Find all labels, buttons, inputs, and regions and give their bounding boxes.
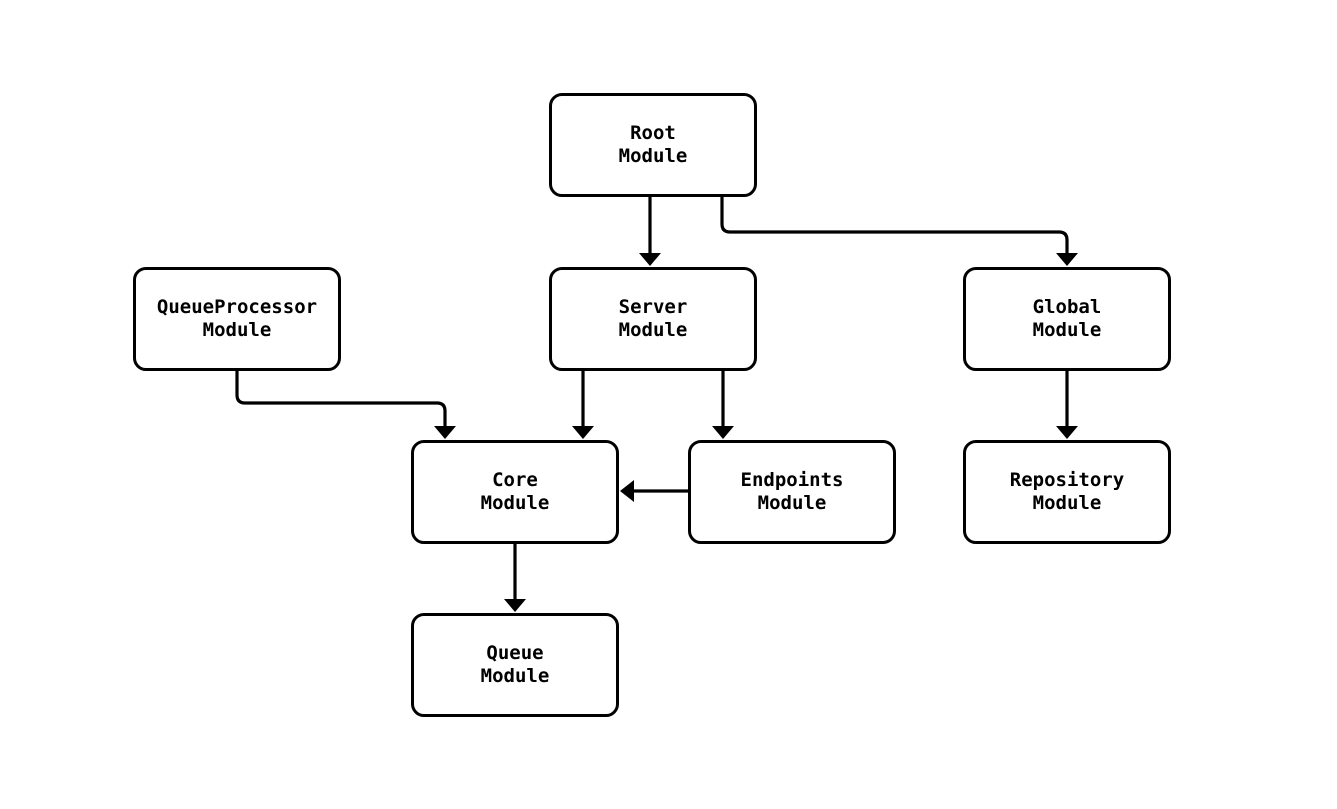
node-label-line: Module [618,145,688,167]
node-label-line: Queue [486,642,544,664]
arrowhead-icon [1056,253,1078,266]
edge-queueprocessor-core [235,371,456,439]
node-label-line: Module [480,665,550,687]
edge-server-core [572,371,594,439]
node-label-line: Module [202,319,272,341]
node-label-line: Module [1032,492,1102,514]
arrowhead-icon [1056,426,1078,439]
edge-core-queue [504,544,526,612]
edge-line [235,371,447,427]
arrowhead-icon [639,253,661,266]
arrowhead-icon [712,426,734,439]
node-label-line: Endpoints [740,469,844,491]
node-label-line: Module [757,492,827,514]
arrowhead-icon [434,426,456,439]
edge-line [720,197,1069,254]
node-label-line: Global [1032,296,1102,318]
node-label-line: QueueProcessor [156,296,318,318]
arrowhead-icon [504,599,526,612]
edge-root-global [720,197,1078,266]
edge-root-server [639,197,661,266]
node-label-line: Module [618,319,688,341]
node-label-line: Module [480,492,550,514]
node-label-line: Root [630,122,676,144]
node-label-line: Repository [1009,469,1125,491]
edge-server-endpoints [712,371,734,439]
edge-endpoints-core [620,480,688,502]
arrowhead-icon [572,426,594,439]
edge-global-repository [1056,371,1078,439]
node-label-line: Module [1032,319,1102,341]
arrowhead-icon [620,480,634,502]
node-label-line: Server [618,296,688,318]
node-label-line: Core [492,469,538,491]
